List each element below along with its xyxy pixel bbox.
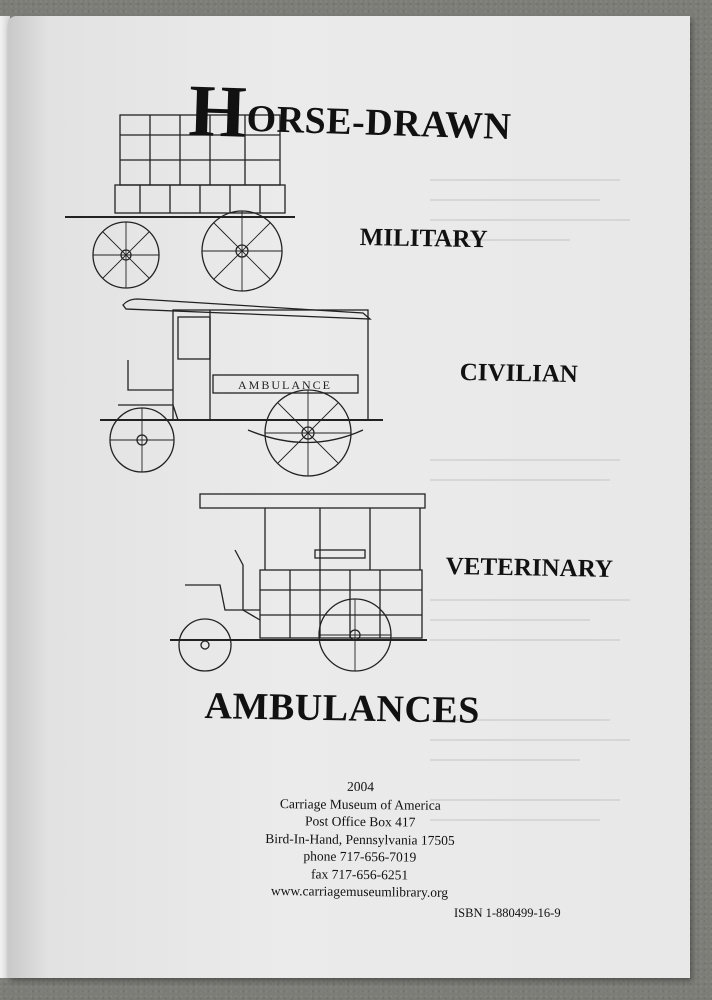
publisher-imprint: 2004 Carriage Museum of America Post Off… bbox=[239, 777, 480, 902]
main-subject-ambulances: AMBULANCES bbox=[204, 684, 481, 732]
wagon-ambulance-label: AMBULANCE bbox=[238, 378, 332, 392]
civilian-wagon-illustration: AMBULANCE bbox=[98, 295, 388, 485]
title-initial: H bbox=[187, 70, 249, 154]
category-civilian: CIVILIAN bbox=[459, 359, 579, 389]
category-military: MILITARY bbox=[359, 224, 488, 254]
bleed-through-text bbox=[430, 179, 630, 821]
page-edge-shadow bbox=[0, 16, 10, 978]
book-page bbox=[8, 16, 690, 978]
website-url: www.carriagemuseumlibrary.org bbox=[270, 883, 449, 900]
title-rest: ORSE-DRAWN bbox=[246, 97, 512, 149]
category-veterinary: VETERINARY bbox=[445, 553, 614, 583]
city-state-zip: Bird-In-Hand, Pennsylvania 17505 bbox=[265, 830, 455, 848]
military-wagon-illustration bbox=[60, 105, 310, 295]
book-title: HORSE-DRAWN bbox=[188, 70, 513, 158]
veterinary-wagon-illustration bbox=[165, 490, 435, 675]
isbn-number: ISBN 1-880499-16-9 bbox=[454, 906, 561, 920]
